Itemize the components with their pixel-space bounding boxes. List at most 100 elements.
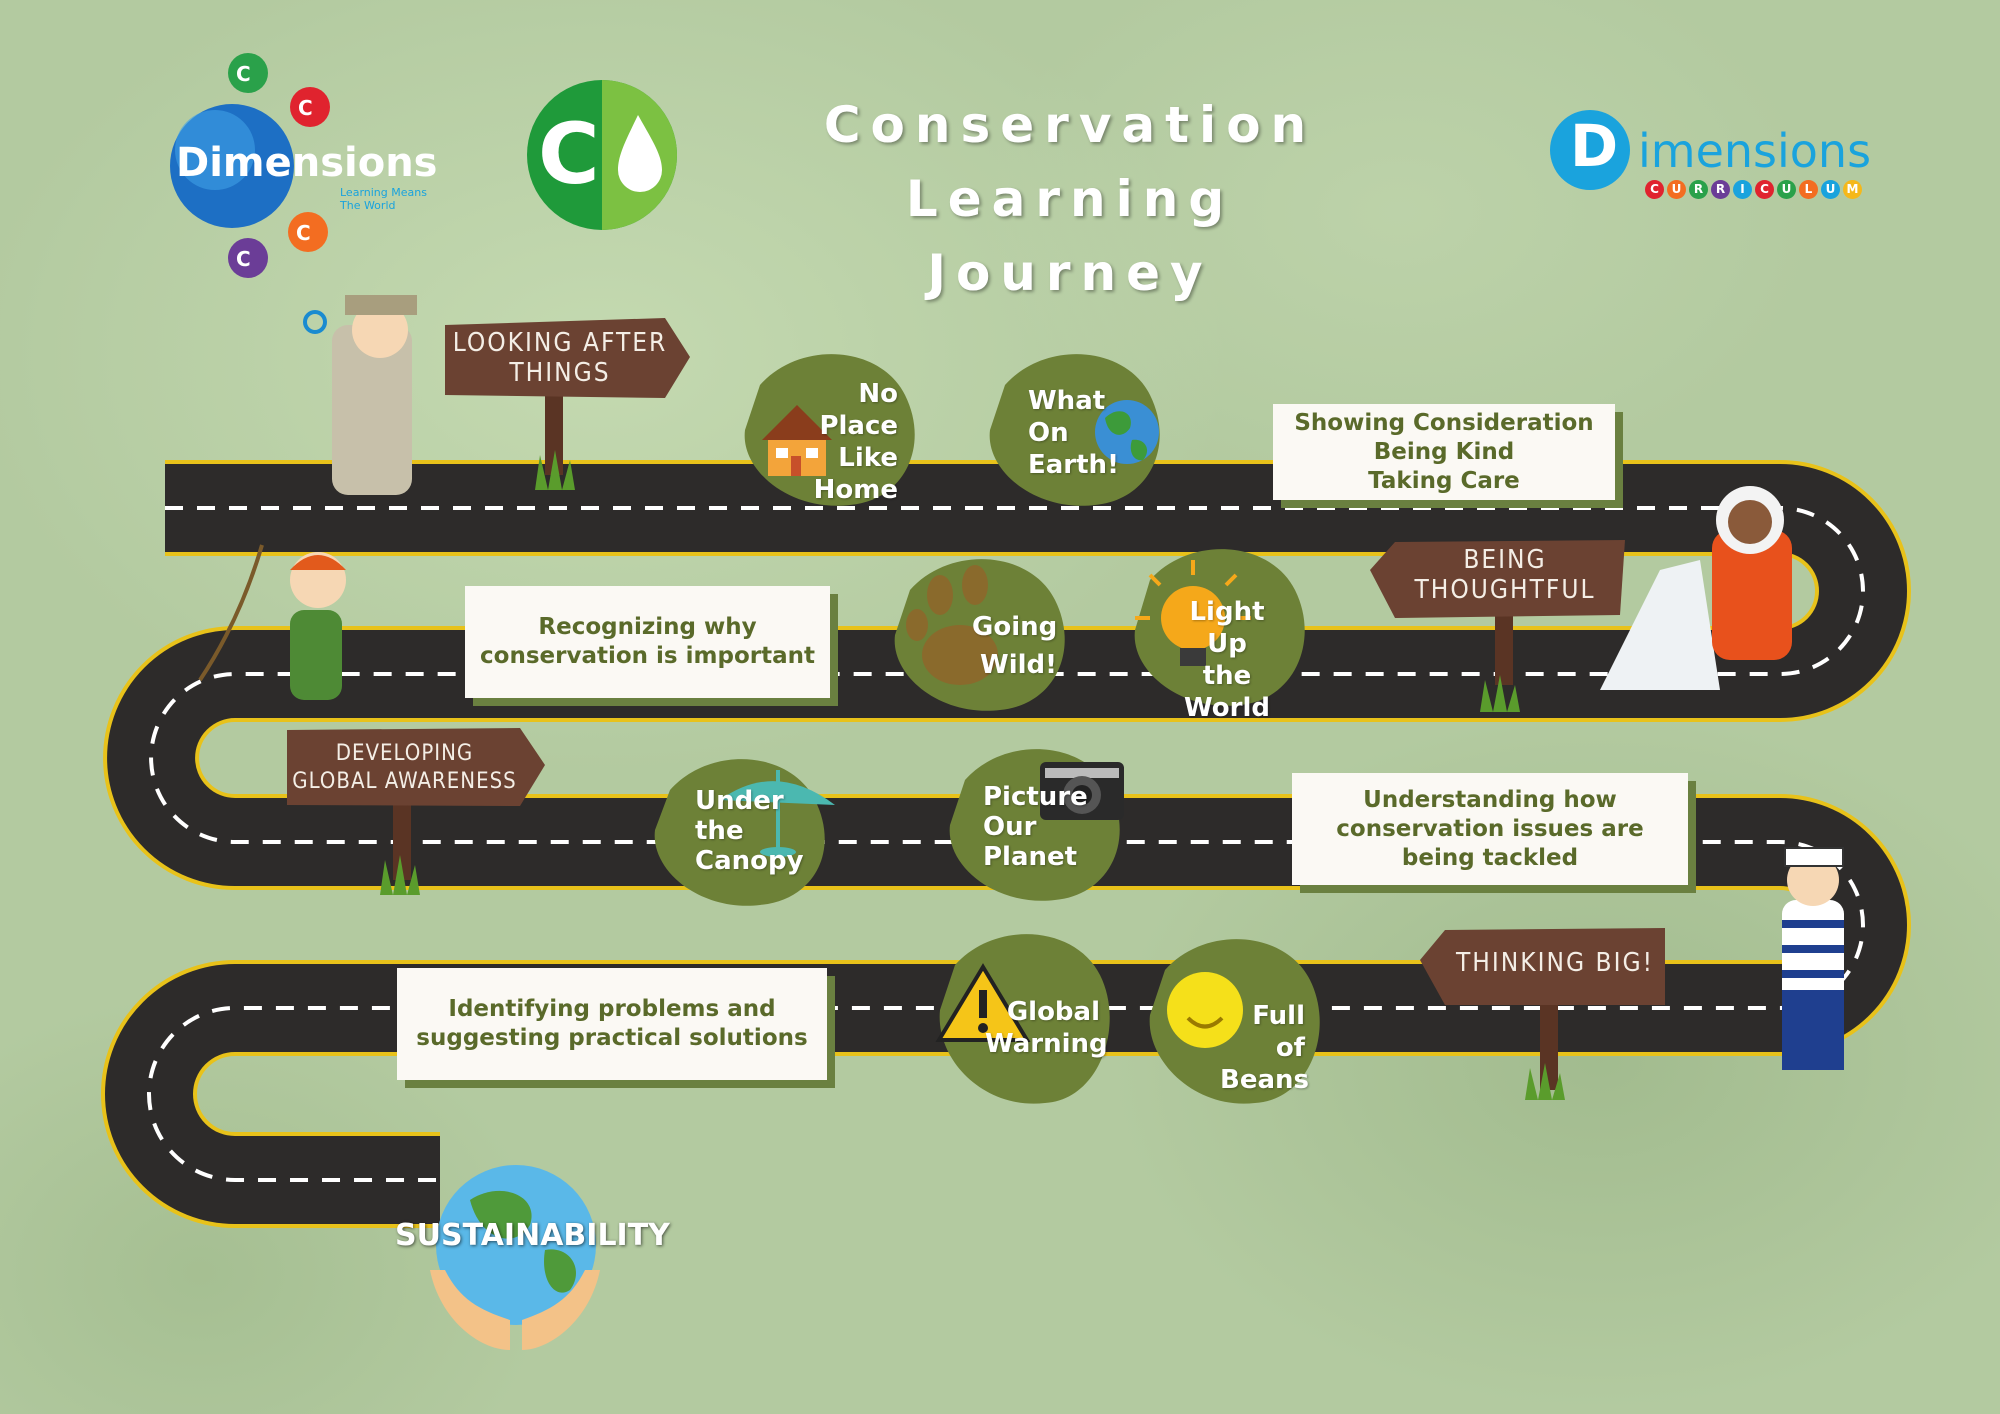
dimensions-logo-right [1550, 110, 1630, 190]
topic-full-of-beans-line-1: Full of [1252, 1001, 1305, 1063]
banner-understanding-line-3: being tackled [1401, 844, 1579, 871]
topic-global-warning: Global Warning [985, 996, 1108, 1060]
left-logo-tagline-2: The World [340, 199, 396, 212]
curriculum-letter: R [1711, 180, 1730, 199]
topic-global-warning-line-1: Global [1006, 997, 1100, 1027]
left-logo-tagline-1: Learning Means [340, 186, 427, 199]
umbrella-icon [720, 770, 835, 857]
camera-icon [1040, 762, 1124, 820]
grass-tufts [380, 450, 1565, 1100]
banner-understanding-line-1: Understanding how [1363, 786, 1617, 813]
topic-light-up-line-2: the [1202, 661, 1252, 691]
topic-no-place-like-home: No Place Like Home [780, 378, 898, 506]
topic-going-wild-line-1: Going [972, 612, 1058, 642]
left-logo-name: Dimensions [176, 140, 438, 186]
sign-looking-after-line-2: THINGS [509, 358, 611, 388]
water-drop-icon [618, 115, 662, 192]
warning-sign-icon [935, 963, 1031, 1042]
sailor-character [1782, 847, 1844, 1070]
topic-picture-planet-line-1: Picture [983, 782, 1088, 812]
topic-no-place-line-1: No Place [819, 379, 898, 441]
curriculum-letter: L [1799, 180, 1818, 199]
globe-in-hands-icon [430, 1165, 600, 1350]
sign-being-thoughtful-line-2: THOUGHTFUL [1414, 575, 1596, 605]
right-logo-name: imensions [1638, 124, 1872, 178]
curriculum-letter: C [1755, 180, 1774, 199]
sign-thinking-big: THINKING BIG! [1456, 948, 1654, 978]
topic-what-on-earth: What On Earth! [1028, 385, 1119, 481]
topic-picture-planet-line-2: Our [983, 812, 1037, 842]
smiling-sun-icon [1167, 972, 1243, 1048]
paw-print-icon [906, 565, 998, 685]
topic-full-of-beans-line-2: Beans [1220, 1065, 1309, 1095]
topic-light-up-the-world: Light Up the World [1168, 596, 1286, 724]
topic-light-up-line-3: World [1184, 693, 1270, 723]
dimensions-logo-left: C C C C [170, 53, 330, 278]
curriculum-letter: R [1689, 180, 1708, 199]
logo-bubble-green-icon [228, 53, 268, 93]
page-title: Conservation Learning Journey [690, 88, 1450, 310]
signposts [287, 318, 1665, 1090]
sign-being-thoughtful: BEING THOUGHTFUL [1395, 545, 1615, 605]
svg-text:C: C [296, 221, 311, 245]
conservation-logo: C [527, 80, 677, 230]
banner-identifying-line-2: suggesting practical solutions [416, 1025, 808, 1051]
sign-developing-line-2: GLOBAL AWARENESS [292, 769, 517, 794]
svg-text:C: C [236, 247, 251, 271]
topic-light-up-line-1: Light Up [1189, 597, 1265, 659]
explorer-character [303, 295, 417, 495]
curriculum-letter: I [1733, 180, 1752, 199]
curriculum-letter: U [1667, 180, 1686, 199]
topic-no-place-line-2: Like [838, 443, 898, 473]
banner-recognizing-line-1: Recognizing why [538, 614, 757, 640]
topic-global-warning-line-2: Warning [985, 1029, 1108, 1059]
banner-recognizing-line-2: conservation is important [480, 643, 815, 669]
banner-identifying-problems: Identifying problems and suggesting prac… [397, 968, 827, 1080]
topic-no-place-line-3: Home [813, 475, 898, 505]
svg-text:C: C [236, 62, 251, 86]
banner-consideration-line-3: Taking Care [1368, 467, 1520, 494]
topic-what-on-earth-line-3: Earth! [1028, 450, 1119, 480]
topic-going-wild: Going Wild! [972, 608, 1057, 684]
house-icon [762, 405, 832, 476]
destination-sustainability: SUSTAINABILITY [395, 1218, 670, 1253]
curriculum-letter: U [1777, 180, 1796, 199]
topic-what-on-earth-line-1: What [1028, 386, 1106, 416]
topic-what-on-earth-line-2: On [1028, 418, 1069, 448]
logo-bubble-orange-icon [288, 212, 328, 252]
logo-bubble-purple-icon [228, 238, 268, 278]
topic-under-the-canopy: Under the Canopy [695, 786, 804, 876]
svg-text:C: C [538, 105, 600, 203]
banner-understanding-line-2: conservation issues are [1336, 815, 1644, 842]
banner-identifying-line-1: Identifying problems and [448, 996, 776, 1022]
curriculum-letter: M [1843, 180, 1862, 199]
topic-full-of-beans: Full of Beans [1220, 1000, 1309, 1096]
climbing-girl-character [198, 544, 346, 700]
svg-text:C: C [298, 96, 313, 120]
title-line-2: Journey [927, 244, 1213, 302]
sign-being-thoughtful-line-1: BEING [1463, 545, 1547, 575]
logo-bubble-red-icon [290, 87, 330, 127]
banner-showing-consideration: Showing Consideration Being Kind Taking … [1273, 404, 1615, 500]
right-logo-initial: D [1570, 112, 1619, 180]
topic-picture-our-planet: Picture Our Planet [983, 782, 1088, 872]
light-bulb-icon [1135, 560, 1251, 666]
topic-picture-planet-line-3: Planet [983, 842, 1078, 872]
left-logo-tagline: Learning Means The World [340, 186, 427, 212]
curriculum-letter: U [1821, 180, 1840, 199]
sign-developing-global-awareness: DEVELOPING GLOBAL AWARENESS [287, 740, 522, 796]
sign-looking-after-things: LOOKING AFTER THINGS [450, 328, 670, 388]
earth-icon [1095, 400, 1159, 464]
banner-recognizing-why: Recognizing why conservation is importan… [465, 586, 830, 698]
banner-understanding-how: Understanding how conservation issues ar… [1292, 773, 1688, 885]
sign-developing-line-1: DEVELOPING [335, 741, 474, 766]
topic-going-wild-line-2: Wild! [980, 650, 1057, 680]
curriculum-letter: C [1645, 180, 1664, 199]
topic-under-canopy-line-3: Canopy [695, 846, 804, 876]
sign-looking-after-line-1: LOOKING AFTER [452, 328, 668, 358]
arctic-explorer-character [1600, 486, 1792, 690]
banner-consideration-line-2: Being Kind [1373, 438, 1515, 465]
